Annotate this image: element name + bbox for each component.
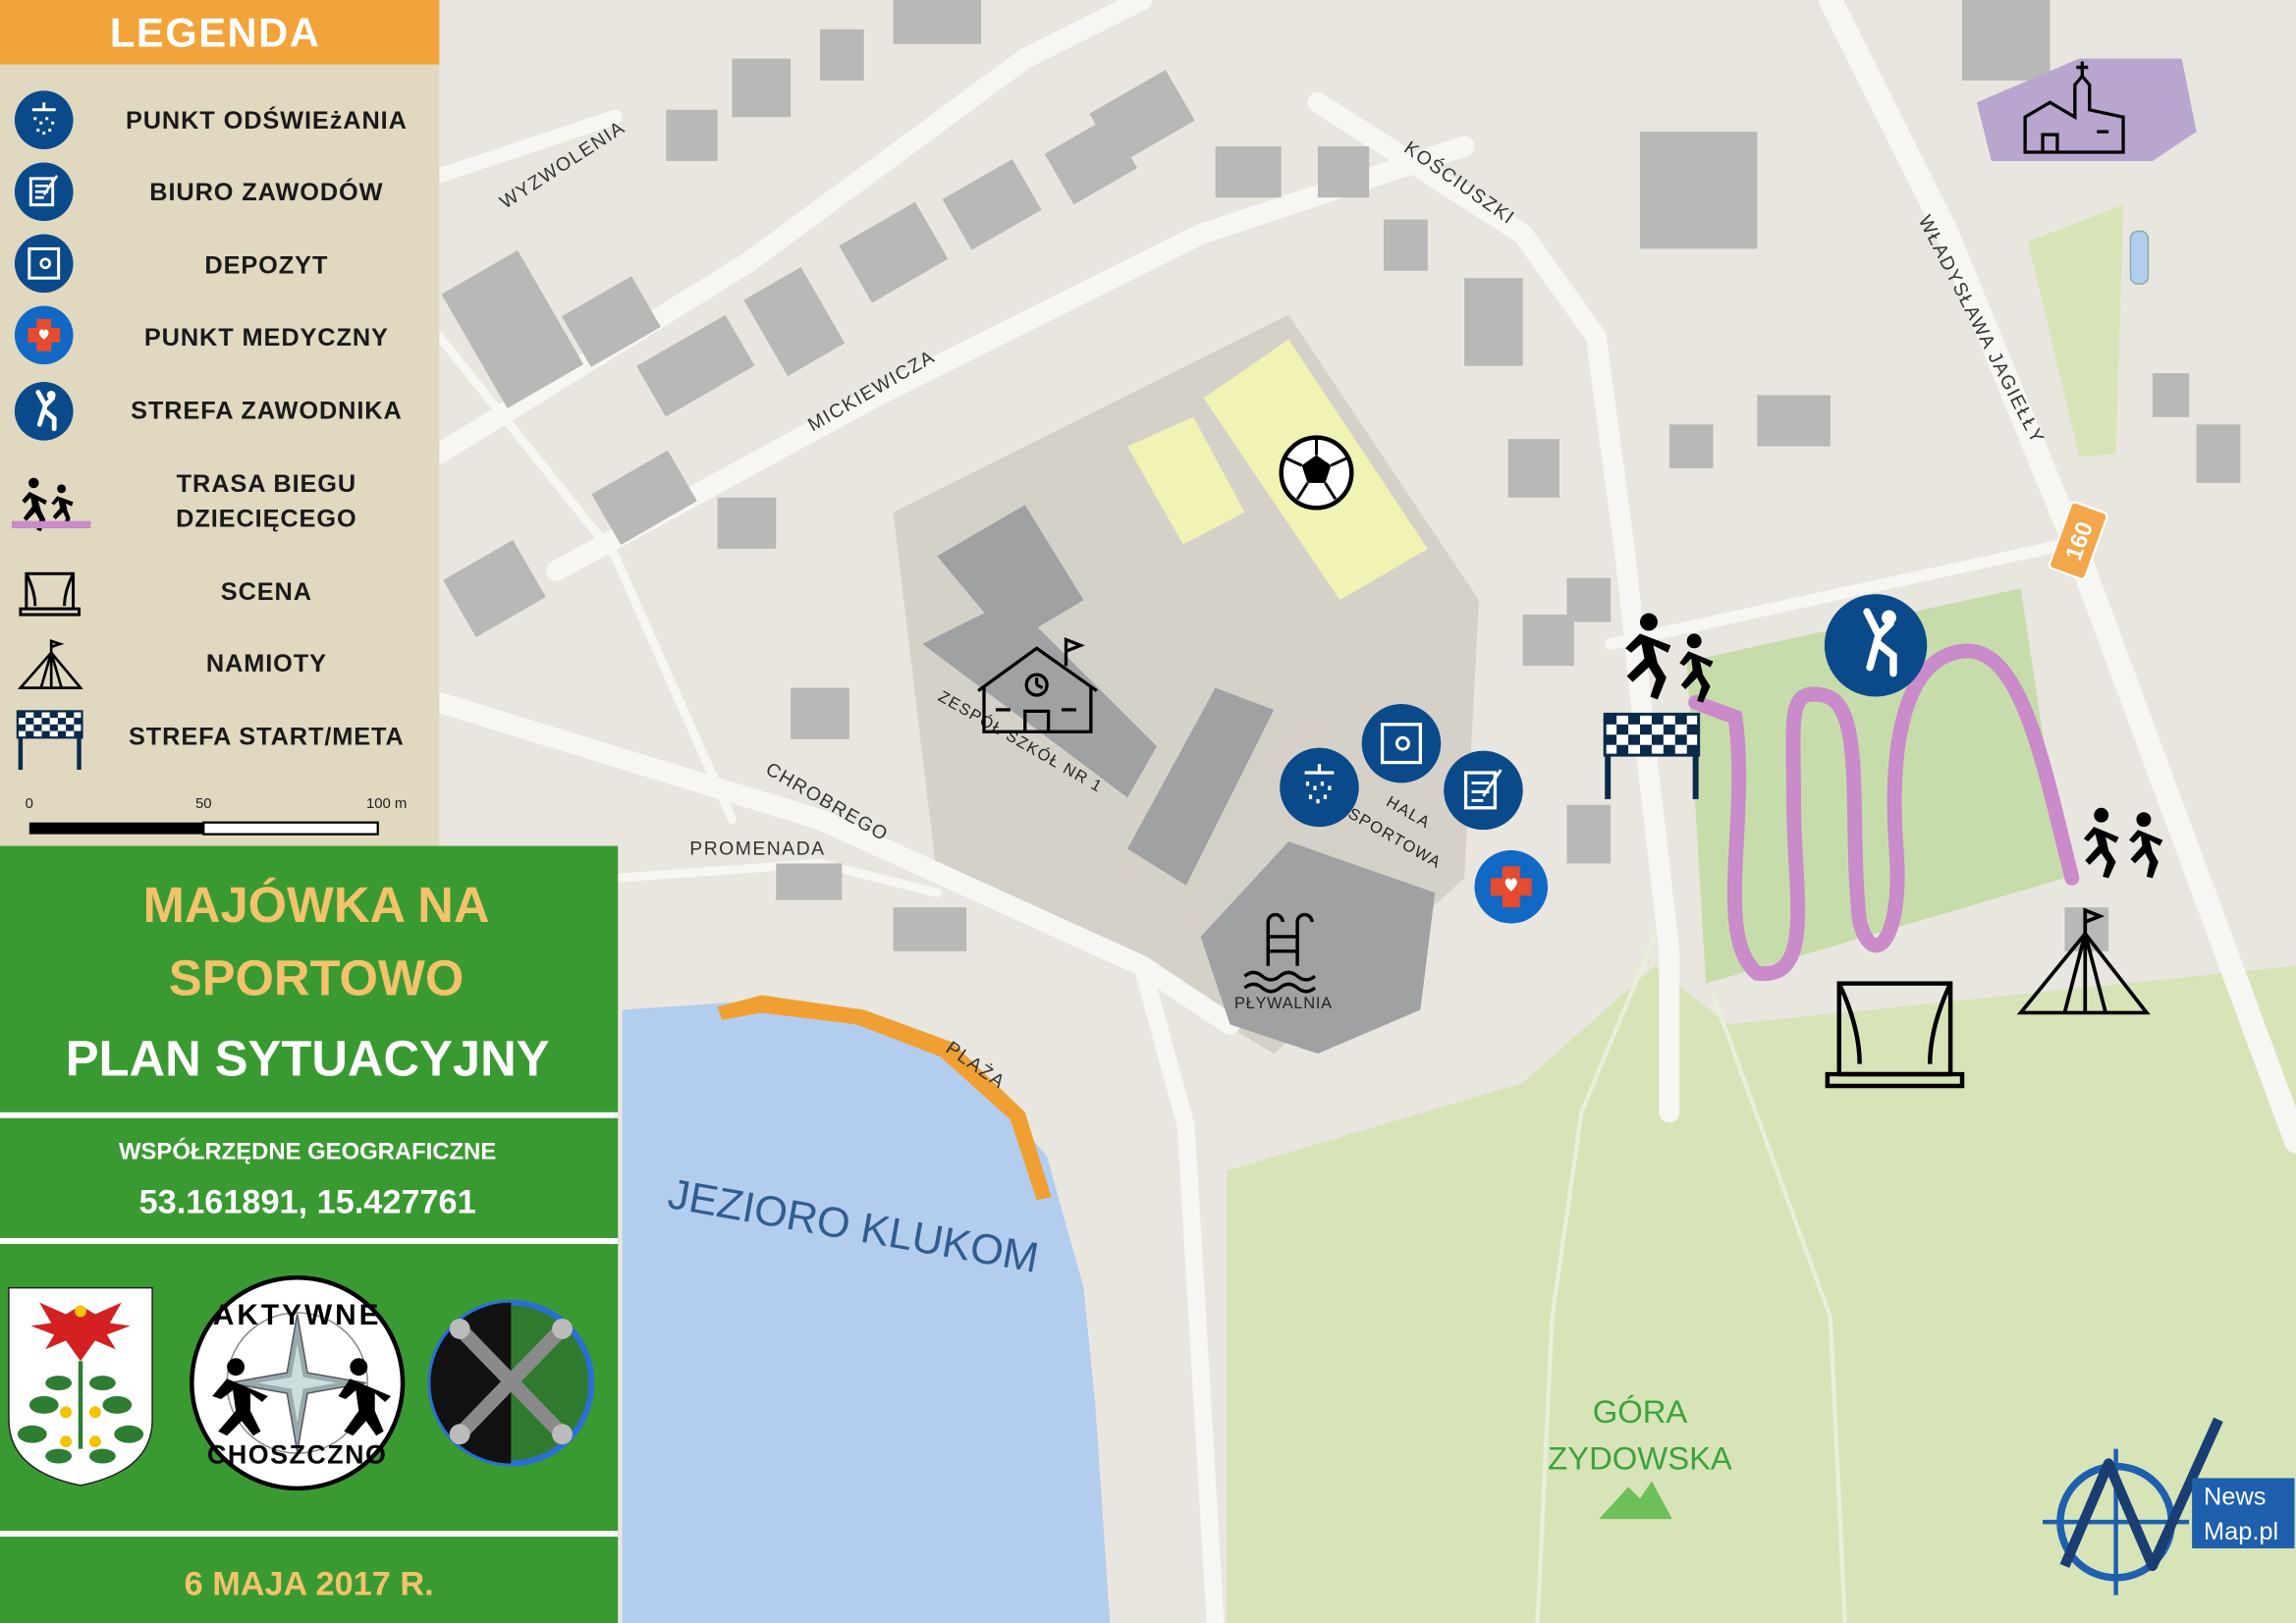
hill-label: ZYDOWSKA [1548,1439,1732,1476]
mountain-icon [1599,1481,1672,1520]
start-finish-icon [16,710,83,771]
legend-item-label: PUNKT ODŚWIEżANIA [126,105,408,135]
legend-item-label: STREFA ZAWODNIKA [131,397,403,424]
legend-item-label: NAMIOTY [206,650,327,677]
road-shield: 160 [2048,501,2108,580]
logo-text: CHOSZCZNO [207,1440,387,1470]
stage-icon [19,571,82,617]
coat-of-arms-icon [8,1286,153,1487]
pool-label: PŁYWALNIA [1234,995,1333,1012]
medical-cross-icon [1474,849,1549,924]
legend-item-label: SCENA [221,578,312,606]
safe-icon [14,234,74,294]
school-building [922,600,1157,798]
crossed-cannons-logo [427,1299,595,1467]
safe-icon [1361,703,1442,784]
medical-cross-icon [14,305,74,365]
school-icon [977,636,1098,733]
church-icon [2023,61,2125,154]
buildings [441,0,2241,951]
children-running-icon [1625,613,1714,703]
church-building [1976,58,2197,161]
tent-icon [17,638,83,689]
tent-icon [2016,907,2151,1015]
legend-item-label: STREFA START/META [129,724,405,751]
children-running-icon [11,477,91,532]
shower-icon [14,90,74,150]
logo-text: AKTYWNE [213,1299,382,1331]
brand-text: Map.pl [2204,1518,2278,1545]
notepad-icon [14,162,74,222]
brand-text: News [2204,1483,2266,1510]
children-running-icon [2083,807,2163,879]
event-title: SPORTOWO [169,950,464,1006]
plan-subtitle: PLAN SYTUACYJNY [66,1031,550,1087]
green-patch [2028,204,2124,458]
notepad-icon [1444,750,1523,831]
running-field [1686,588,2065,984]
street-label: PROMENADA [689,838,825,859]
scale-tick-label: 100 m [366,796,407,812]
stage-icon [1825,981,1965,1089]
legend-panel: LEGENDA [0,0,440,846]
pond [2129,230,2150,285]
newsmap-logo: News Map.pl [2043,1417,2295,1596]
aktywne-choszczno-logo: AKTYWNE CHOSZCZNO [190,1274,406,1491]
event-date: 6 MAJA 2017 R. [185,1566,434,1603]
hall-building [1127,687,1275,886]
coords-value: 53.161891, 15.427761 [139,1184,476,1221]
hill-label: GÓRA [1593,1393,1688,1430]
coords-label: WSPÓŁRZĘDNE GEOGRAFICZNE [119,1138,496,1165]
scale-bar: 0 50 100 m [26,796,407,836]
athlete-icon [14,382,74,441]
shower-icon [1280,747,1359,828]
kids-run-route [1688,643,2080,981]
soccer-ball-icon [1279,435,1354,511]
pool-icon [1243,912,1317,994]
start-finish-icon [1603,712,1701,799]
athlete-icon [1824,594,1928,697]
legend-item-label: DZIECIĘCEGO [176,506,356,533]
pool-building [1200,841,1436,1055]
scale-tick-label: 50 [195,796,212,812]
school-wing [937,505,1084,644]
event-title: MAJÓWKA NA [143,877,490,933]
legend-item-label: BIURO ZAWODÓW [149,177,383,206]
scale-tick-label: 0 [26,796,33,812]
legend-item-label: TRASA BIEGU [177,470,356,498]
lake [622,1002,1111,1623]
legend-item-label: DEPOZYT [204,252,328,280]
legend-title: LEGENDA [110,10,321,56]
park-area [1227,965,2296,1623]
info-panel: MAJÓWKA NA SPORTOWO PLAN SYTUACYJNY WSPÓ… [0,845,619,1623]
legend-item-label: PUNKT MEDYCZNY [144,324,389,352]
pitch-small [1127,416,1245,545]
